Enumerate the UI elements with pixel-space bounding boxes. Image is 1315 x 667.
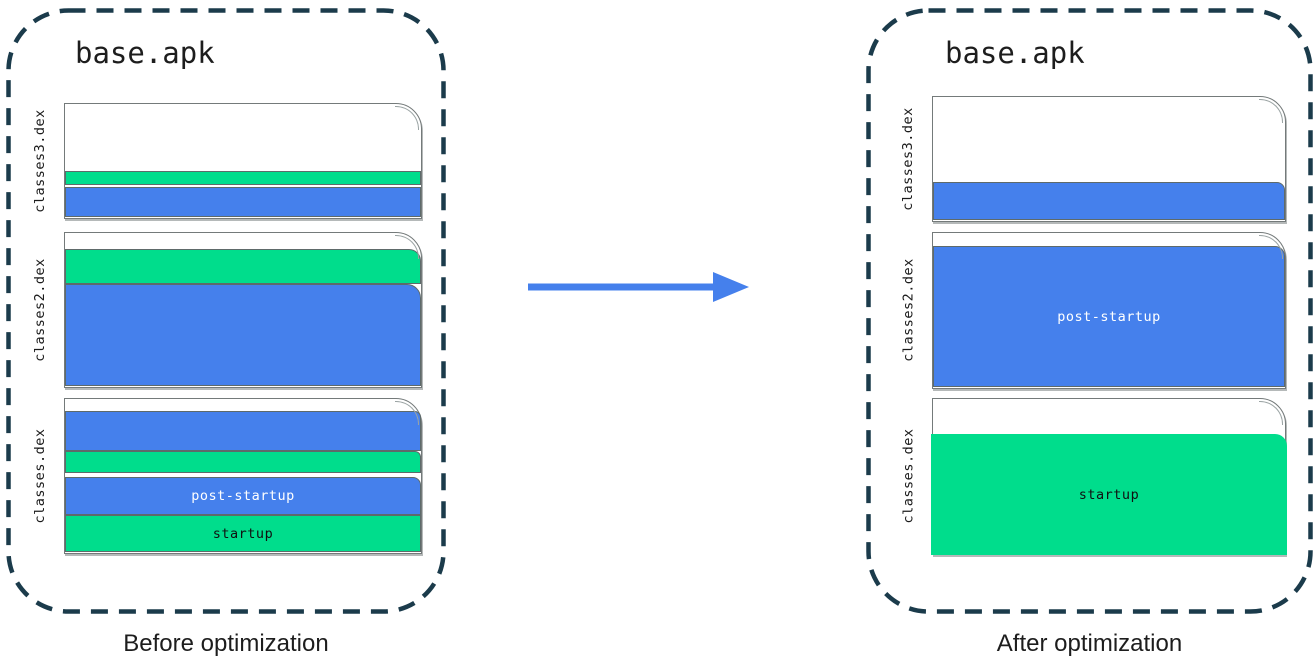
- dex-file-label-classes3: classes3.dex: [900, 107, 916, 211]
- segment-blue: [65, 187, 421, 217]
- apk-title: base.apk: [945, 36, 1085, 70]
- dex-page-classes3: [932, 96, 1286, 222]
- dashed-border: [6, 8, 446, 614]
- segment-green: [65, 451, 421, 473]
- segment-blue: [65, 411, 421, 451]
- segment-green: [65, 249, 421, 284]
- arrow-head: [713, 272, 749, 302]
- dex-file-label-classes2: classes2.dex: [32, 258, 48, 362]
- dex-page-classes2: [64, 232, 422, 388]
- after-panel: base.apk classes3.dex classes2.dex post-…: [866, 8, 1313, 657]
- segment-white: [933, 233, 1285, 246]
- segment-white: [65, 104, 421, 171]
- dashed-border-rect: [866, 8, 1313, 614]
- segment-green: [65, 171, 421, 185]
- before-panel: base.apk classes3.dex classes2.dex class…: [6, 8, 446, 657]
- transform-arrow: [528, 272, 749, 302]
- dex-page-classes2: post-startup: [932, 232, 1286, 389]
- segment-white: [933, 97, 1285, 182]
- segment-blue-post-startup: post-startup: [65, 477, 421, 515]
- dex-page-classes: startup: [931, 398, 1287, 555]
- segment-blue-post-startup: post-startup: [933, 246, 1285, 387]
- dashed-border-rect: [6, 8, 446, 614]
- apk-title: base.apk: [75, 36, 215, 70]
- dex-page-classes3: [64, 103, 422, 219]
- segment-white: [65, 399, 421, 411]
- segment-green-startup: startup: [65, 515, 421, 552]
- segment-blue: [65, 284, 421, 386]
- before-caption: Before optimization: [123, 630, 329, 657]
- dex-file-label-classes3: classes3.dex: [32, 109, 48, 213]
- segment-green-startup: startup: [931, 434, 1287, 555]
- segment-white: [65, 233, 421, 249]
- segment-blue: [933, 182, 1285, 220]
- dex-file-label-classes2: classes2.dex: [900, 258, 917, 362]
- segment-white: [933, 399, 1285, 434]
- dashed-border: [866, 8, 1313, 614]
- after-caption: After optimization: [996, 630, 1183, 657]
- dex-file-label-classes: classes.dex: [900, 428, 917, 524]
- dex-file-label-classes: classes.dex: [32, 428, 48, 524]
